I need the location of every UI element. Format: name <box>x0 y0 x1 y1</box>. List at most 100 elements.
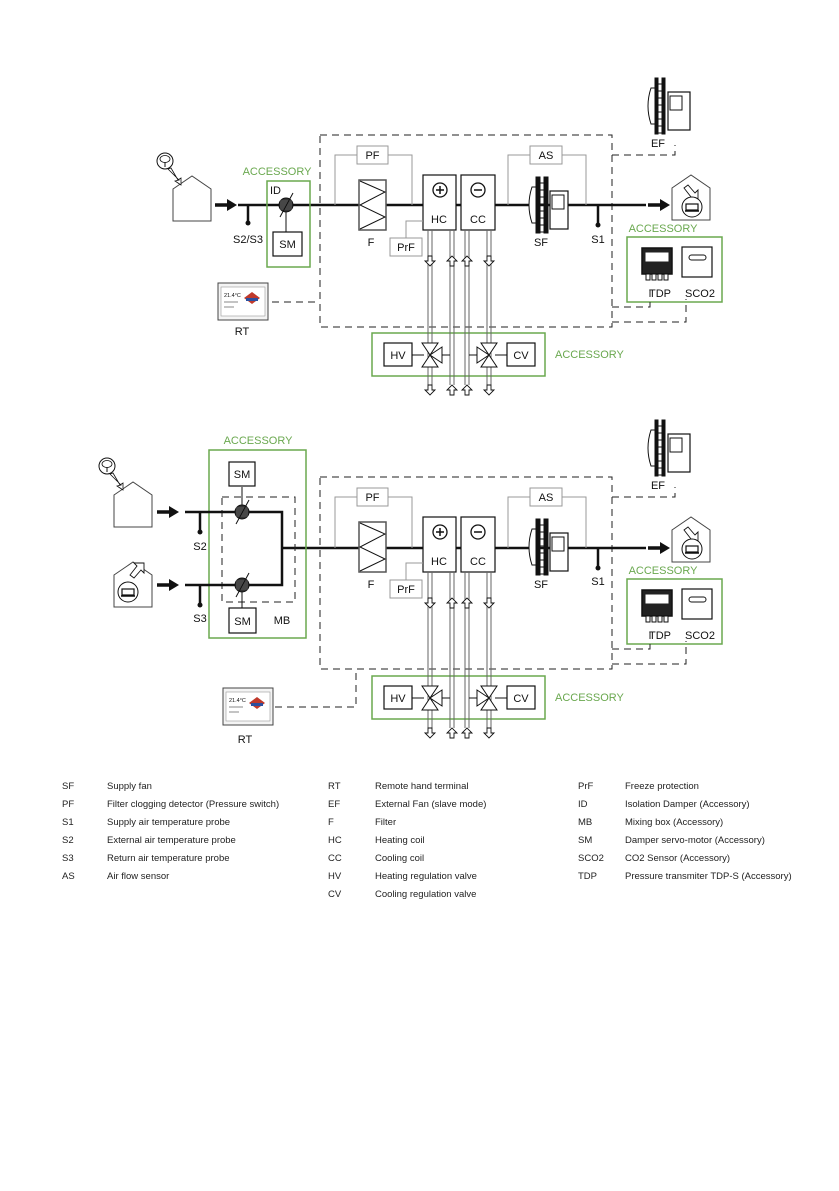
as-label: AS <box>539 150 554 162</box>
flow-in-arrow-icon <box>445 597 459 609</box>
bed-frame <box>121 588 135 596</box>
sm-bottom-box <box>228 607 257 634</box>
legend-code: S2 <box>62 835 74 846</box>
legend-row: AS Air flow sensor <box>62 871 169 882</box>
s2s3-probe <box>245 205 251 226</box>
arrow-head <box>169 506 179 518</box>
legend-description: External Fan (slave mode) <box>375 799 486 810</box>
as-tap-line <box>562 496 587 548</box>
accessory-valves-label: ACCESSORY <box>555 349 625 361</box>
fan-motor <box>551 536 565 552</box>
outdoor-tree-icon <box>156 152 182 186</box>
as-box <box>529 487 563 507</box>
tdp-display <box>645 252 669 262</box>
legend-code: AS <box>62 871 75 882</box>
cc-label: CC <box>470 214 486 226</box>
tdp-connector <box>651 615 657 623</box>
ef-label: EF <box>651 138 665 150</box>
filter-pleats <box>358 522 387 572</box>
fan-wheel-left <box>535 518 541 576</box>
sco2-body <box>681 588 713 620</box>
as-box <box>529 145 563 165</box>
filter-frame <box>358 179 387 231</box>
legend-description: Heating regulation valve <box>375 871 477 882</box>
valve-bottom <box>421 697 439 711</box>
legend-code: EF <box>328 799 340 810</box>
sf-label: SF <box>534 237 548 249</box>
damper-blade <box>235 572 250 598</box>
flow-out-arrow-icon <box>482 384 496 396</box>
legend-code: MB <box>578 817 592 828</box>
sf-label: SF <box>534 579 548 591</box>
flow-in-arrow-icon <box>445 727 459 739</box>
arrow-shape <box>423 255 437 267</box>
fresh-air-damper-icon <box>234 499 250 525</box>
legend-row: S2 External air temperature probe <box>62 835 236 846</box>
rt-label: RT <box>238 734 253 746</box>
pf-tap-line <box>334 496 357 548</box>
external-fan-device <box>647 77 691 135</box>
s3-probe <box>197 585 203 608</box>
sco2-slot <box>688 254 707 261</box>
legend-row: HC Heating coil <box>328 835 425 846</box>
legend-code: ID <box>578 799 588 810</box>
ef-motor <box>669 95 683 111</box>
filter-label: F <box>368 237 375 249</box>
legend-code: CV <box>328 889 342 900</box>
filter-frame <box>358 521 387 573</box>
sm-bottom-label: SM <box>234 616 251 628</box>
arrow-shape <box>423 597 437 609</box>
legend-description: Remote hand terminal <box>375 781 468 792</box>
legend-description: Air flow sensor <box>107 871 169 882</box>
fan-wheel-right <box>543 176 549 234</box>
legend-description: External air temperature probe <box>107 835 236 846</box>
legend-description: Freeze protection <box>625 781 699 792</box>
arrow-head <box>227 199 237 211</box>
pipe <box>464 230 470 385</box>
flow-out-arrow-icon <box>423 384 437 396</box>
accessory-valves-label: ACCESSORY <box>555 692 625 704</box>
arrow-shape <box>482 384 496 396</box>
tdp-connector <box>645 273 651 281</box>
tdp-connector <box>663 615 669 623</box>
rt-label: RT <box>235 326 250 338</box>
legend-code: PF <box>62 799 74 810</box>
airflow-arrow-icon <box>157 506 179 518</box>
fan-inlet <box>528 528 537 566</box>
pipe <box>464 572 470 728</box>
sco2-connection-dashed <box>612 299 687 323</box>
valve-bottom <box>421 354 439 368</box>
arrow-head <box>660 199 670 211</box>
ef-motor <box>669 437 683 453</box>
cv-label: CV <box>513 350 529 362</box>
legend-code: CC <box>328 853 342 864</box>
airflow-arrow-icon <box>648 542 670 554</box>
heating-coil-box <box>422 174 457 231</box>
legend-description: Heating coil <box>375 835 425 846</box>
hc-label: HC <box>431 556 447 568</box>
flow-in-arrow-icon <box>445 384 459 396</box>
legend-code: SF <box>62 781 74 792</box>
s2-probe <box>197 512 203 535</box>
legend-code: S1 <box>62 817 74 828</box>
legend-description: Pressure transmiter TDP-S (Accessory) <box>625 871 792 882</box>
flow-out-arrow-icon <box>482 727 496 739</box>
legend-code: HC <box>328 835 342 846</box>
sco2-label: SCO2 <box>685 288 715 300</box>
flow-in-arrow-icon <box>460 727 474 739</box>
sm-top-label: SM <box>234 469 251 481</box>
accessory-mb-label: ACCESSORY <box>224 435 294 447</box>
flow-out-arrow-icon <box>482 255 496 267</box>
sco2-slot <box>688 596 707 603</box>
arrow-shape <box>460 597 474 609</box>
prf-box <box>389 579 423 599</box>
rt-screen-temperature: 21.4°C <box>229 698 246 704</box>
